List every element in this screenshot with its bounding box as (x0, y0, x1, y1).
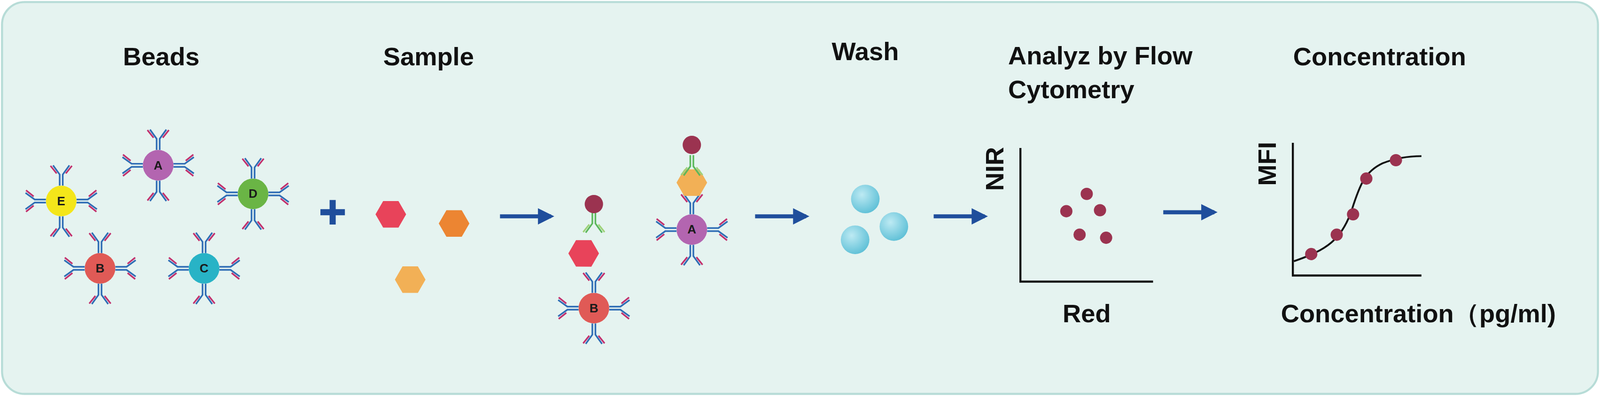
capture-antibodies (25, 129, 728, 344)
bead-letter: D (248, 187, 258, 201)
stage-heading: Sample (326, 39, 531, 74)
bead-letter: E (57, 194, 66, 208)
axis-label: MFI (1250, 117, 1285, 210)
bead-letter: A (687, 223, 697, 236)
bead-letter: B (589, 302, 599, 315)
stage-heading: Concentration (1246, 39, 1513, 74)
flow-arrows (499, 212, 1215, 217)
bead-circle: B (578, 292, 610, 324)
bead-circle: C (188, 253, 220, 284)
bead-circle: B (84, 253, 116, 284)
axis-label: NIR (978, 122, 1012, 215)
stage-heading: Red (1025, 296, 1149, 331)
plus-sign (320, 200, 345, 225)
stage-heading: Concentration（pg/ml) (1224, 296, 1600, 331)
scatter-plot (1020, 147, 1153, 282)
bead-circle: A (142, 149, 174, 181)
washed-beads (840, 184, 909, 255)
bead-letter: A (153, 159, 163, 172)
bead-circle: D (237, 178, 269, 210)
stage-heading: Wash (763, 34, 968, 69)
bead-letter: B (95, 262, 105, 275)
bead-letter: C (199, 262, 209, 275)
stage-heading: Analyz by Flow Cytometry (1008, 38, 1264, 107)
stage-heading: Beads (59, 39, 264, 74)
bead-circle: E (46, 185, 77, 217)
bound-complexes (564, 135, 712, 274)
bead-circle: A (676, 214, 707, 245)
standard-curve (1292, 142, 1422, 276)
sample-analytes (371, 194, 474, 300)
